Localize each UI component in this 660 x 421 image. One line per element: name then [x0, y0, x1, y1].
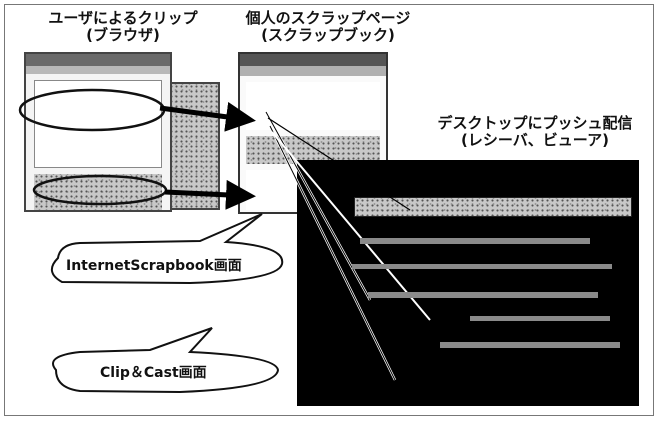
push-label: デスクトップにプッシュ配信 (レシーバ、ビューア) — [420, 115, 650, 149]
internet-scrapbook-callout: InternetScrapbook画面 — [66, 258, 242, 274]
browser-window — [24, 52, 172, 212]
browser-label: ユーザによるクリップ (ブラウザ) — [28, 10, 218, 44]
browser-title: ユーザによるクリップ — [48, 9, 198, 27]
clip-cast-callout: Clip＆Cast画面 — [100, 365, 207, 381]
push-title: デスクトップにプッシュ配信 — [437, 114, 633, 132]
scrapbook-title: 個人のスクラップページ — [245, 9, 411, 27]
scrapbook-subtitle: (スクラップブック) — [261, 26, 395, 44]
browser-subtitle: (ブラウザ) — [86, 26, 160, 44]
push-subtitle: (レシーバ、ビューア) — [461, 131, 609, 149]
viewer-ticker-bar — [354, 197, 632, 217]
scrapbook-label: 個人のスクラップページ (スクラップブック) — [228, 10, 428, 44]
